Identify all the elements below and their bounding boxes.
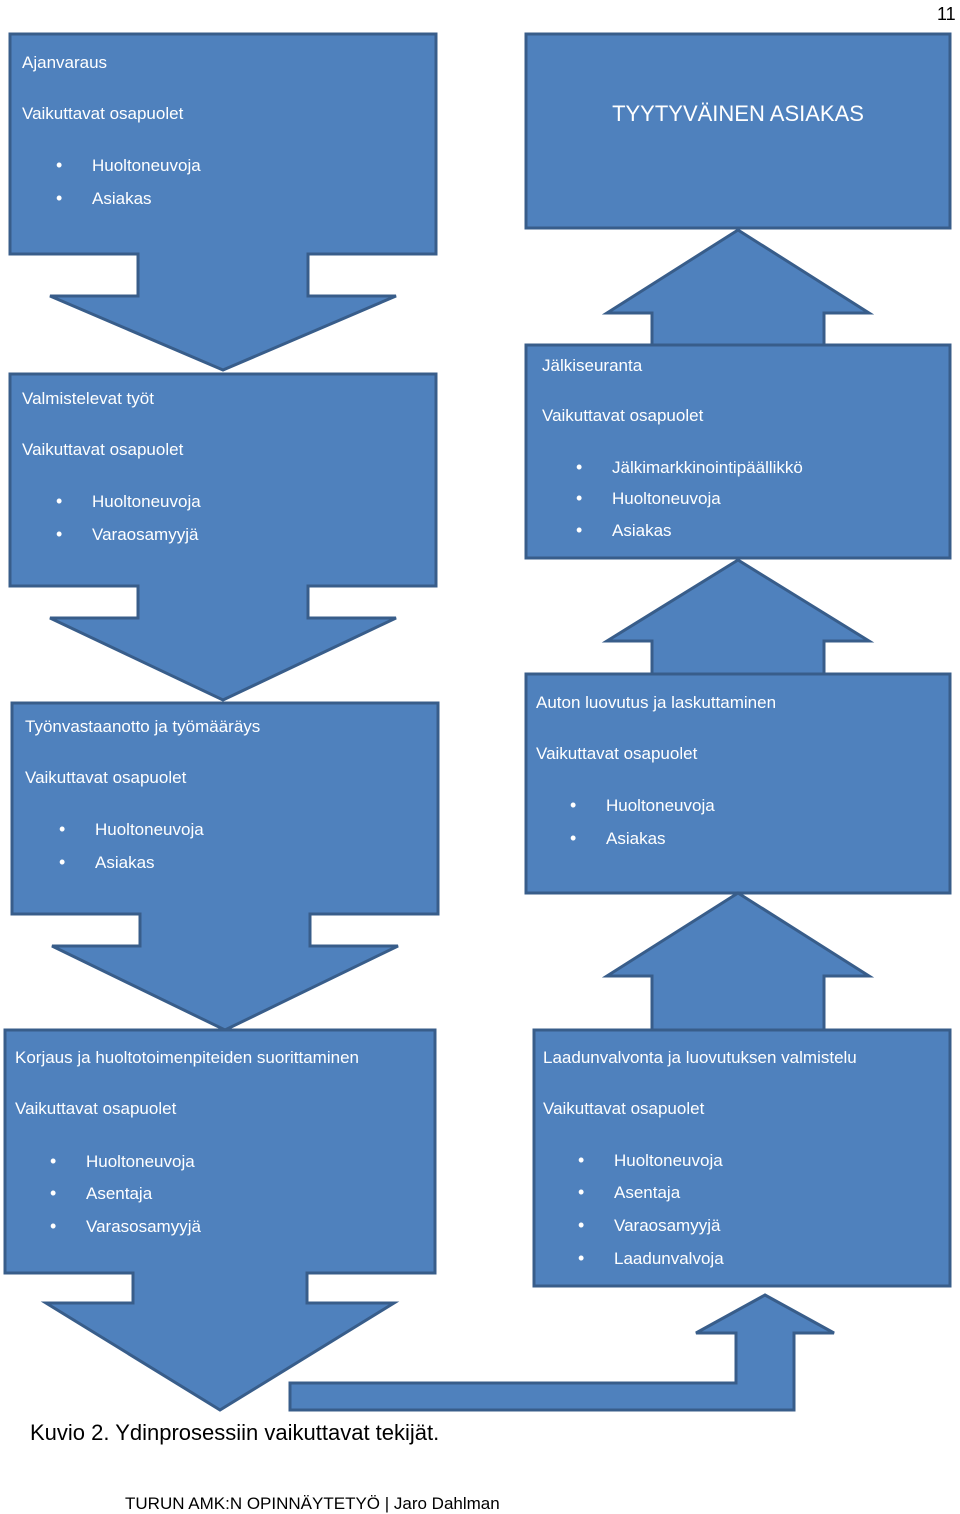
step-ajanvaraus-subtitle: Vaikuttavat osapuolet — [22, 104, 184, 123]
step-jalkiseuranta-item: Asiakas — [576, 521, 671, 539]
step-laadunvalvonta-item: Huoltoneuvoja — [578, 1151, 723, 1169]
step-tyytyvainen-title: TYYTYVÄINEN ASIAKAS — [612, 101, 864, 126]
step-laadunvalvonta-subtitle: Vaikuttavat osapuolet — [543, 1099, 705, 1118]
step-valmistelevat-title: Valmistelevat työt — [22, 389, 154, 408]
arrow-up-to-jalkiseuranta — [601, 558, 875, 676]
step-laadunvalvonta-item: Laadunvalvoja — [578, 1249, 724, 1267]
step-korjaus-subtitle: Vaikuttavat osapuolet — [15, 1099, 177, 1118]
step-luovutus-title: Auton luovutus ja laskuttaminen — [536, 693, 777, 712]
step-tyytyvainen-shape — [524, 32, 952, 230]
step-ajanvaraus-shape — [8, 32, 438, 372]
step-jalkiseuranta-item: Jälkimarkkinointipäällikkö — [576, 458, 803, 476]
step-valmistelevat-subtitle: Vaikuttavat osapuolet — [22, 440, 184, 459]
step-jalkiseuranta-shape — [524, 343, 952, 560]
step-valmistelevat-item: Huoltoneuvoja — [56, 492, 201, 510]
step-valmistelevat-shape — [8, 372, 438, 702]
step-korjaus-shape — [3, 1028, 437, 1412]
page-number: 11 — [937, 4, 956, 24]
step-tyonvastaanotto-subtitle: Vaikuttavat osapuolet — [25, 768, 187, 787]
step-korjaus-title: Korjaus ja huoltotoimenpiteiden suoritta… — [15, 1048, 359, 1067]
step-jalkiseuranta-subtitle: Vaikuttavat osapuolet — [542, 406, 704, 425]
arrow-up-to-tyytyvainen — [601, 228, 875, 347]
step-luovutus-item: Asiakas — [570, 829, 665, 847]
step-tyonvastaanotto-item: Asiakas — [59, 853, 154, 871]
step-jalkiseuranta-title: Jälkiseuranta — [542, 356, 643, 375]
step-valmistelevat-item: Varaosamyyjä — [56, 525, 199, 543]
step-tyonvastaanotto-item: Huoltoneuvoja — [59, 820, 204, 838]
step-korjaus-item: Huoltoneuvoja — [50, 1152, 195, 1170]
step-laadunvalvonta-item: Asentaja — [578, 1183, 680, 1201]
step-luovutus-item: Huoltoneuvoja — [570, 796, 715, 814]
step-korjaus-item: Varasosamyyjä — [50, 1217, 201, 1235]
bottom-connector-arrow — [288, 1293, 835, 1412]
step-luovutus-subtitle: Vaikuttavat osapuolet — [536, 744, 698, 763]
figure-caption: Kuvio 2. Ydinprosessiin vaikuttavat teki… — [30, 1420, 440, 1445]
step-korjaus-item: Asentaja — [50, 1184, 152, 1202]
step-ajanvaraus-item: Asiakas — [56, 189, 151, 207]
arrow-up-to-luovutus — [601, 891, 875, 1032]
page-footer: TURUN AMK:N OPINNÄYTETYÖ | Jaro Dahlman — [125, 1494, 500, 1513]
step-tyonvastaanotto-shape — [10, 701, 440, 1032]
step-jalkiseuranta-item: Huoltoneuvoja — [576, 489, 721, 507]
step-laadunvalvonta-title: Laadunvalvonta ja luovutuksen valmistelu — [543, 1048, 857, 1067]
step-tyonvastaanotto-title: Työnvastaanotto ja työmääräys — [25, 717, 261, 736]
step-laadunvalvonta-shape — [532, 1028, 952, 1288]
step-laadunvalvonta-item: Varaosamyyjä — [578, 1216, 721, 1234]
step-ajanvaraus-item: Huoltoneuvoja — [56, 156, 201, 174]
step-ajanvaraus-title: Ajanvaraus — [22, 53, 108, 72]
